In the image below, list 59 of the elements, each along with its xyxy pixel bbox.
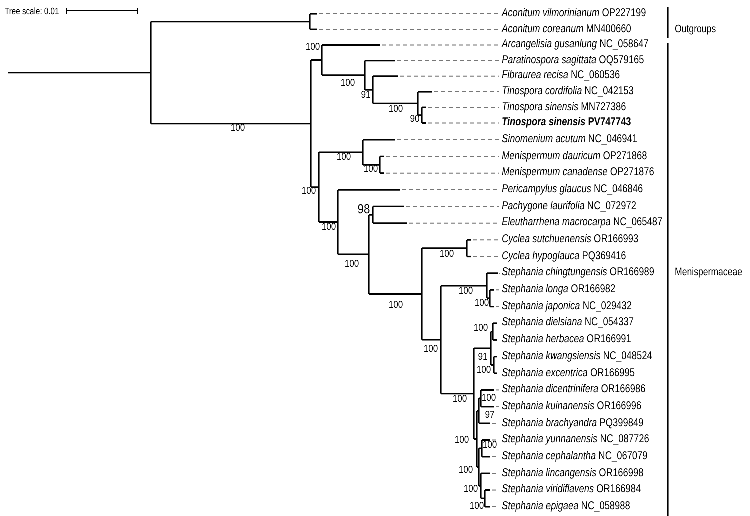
bootstrap-value: 100 [458, 287, 474, 297]
taxon-label: Stephania dicentrinifera OR166986 [502, 384, 646, 396]
bootstrap-value: 100 [482, 441, 498, 451]
bootstrap-value: 100 [322, 223, 336, 233]
taxon-label: Stephania kuinanensis OR166996 [502, 401, 642, 413]
bootstrap-value: 100 [388, 301, 404, 311]
bootstrap-value: 100 [454, 436, 470, 446]
taxon-label: Arcangelisia gusanlung NC_058647 [502, 39, 649, 51]
clade-label: Menispermaceae [675, 268, 742, 278]
bootstrap-value: 100 [388, 105, 404, 115]
taxon-label: Fibraurea recisa NC_060536 [502, 70, 620, 82]
taxon-label: Sinomenium acutum NC_046941 [502, 134, 638, 146]
taxon-label: Pachygone laurifolia NC_072972 [502, 200, 637, 212]
taxon-label: Menispermum dauricum OP271868 [502, 150, 648, 162]
bootstrap-value: 100 [340, 79, 356, 89]
bootstrap-value: 100 [424, 345, 438, 355]
taxon-label: Stephania yunnanensis NC_087726 [502, 434, 650, 446]
bootstrap-value: 100 [464, 485, 478, 495]
bootstrap-value: 100 [336, 153, 352, 163]
taxon-label: Stephania herbacea OR166991 [502, 334, 632, 346]
taxon-label: Stephania epigaea NC_058988 [502, 501, 630, 513]
taxon-label: Stephania lincangensis OR166998 [502, 468, 644, 480]
taxon-label: Stephania cephalantha NC_067079 [502, 451, 648, 463]
taxon-label: Stephania brachyandra PQ399849 [502, 418, 644, 430]
taxon-label: Stephania dielsiana NC_054337 [502, 318, 634, 330]
taxon-label: Tinospora sinensis MN727386 [502, 102, 626, 114]
taxon-label: Stephania kwangsiensis NC_048524 [502, 351, 652, 363]
taxon-label: Stephania japonica NC_029432 [502, 301, 632, 313]
taxon-label: Stephania chingtungensis OR166989 [502, 268, 654, 280]
bootstrap-value: 90 [410, 115, 420, 125]
bootstrap-value: 98 [358, 202, 370, 216]
bootstrap-value: 100 [474, 299, 490, 309]
taxon-label: Tinospora sinensis PV747743 [502, 117, 632, 129]
bootstrap-value: 100 [458, 466, 474, 476]
taxon-label: Paratinospora sagittata OQ579165 [502, 55, 644, 67]
taxon-label: Aconitum coreanum MN400660 [502, 24, 632, 36]
bootstrap-value: 100 [306, 43, 320, 53]
taxon-label: Menispermum canadense OP271876 [502, 168, 654, 180]
bootstrap-value: 100 [474, 324, 488, 334]
bootstrap-value: 97 [485, 411, 495, 421]
taxon-label: Cyclea hypoglauca PQ369416 [502, 251, 626, 262]
taxon-label: Stephania excentrica OR166995 [502, 368, 635, 380]
bootstrap-value: 100 [470, 502, 484, 512]
clade-label: Outgroups [675, 24, 716, 36]
bootstrap-value: 91 [361, 91, 371, 101]
taxon-label: Stephania viridiflavens OR166984 [502, 484, 642, 496]
scale-label: Tree scale: 0.01 [5, 7, 60, 17]
taxon-label: Cyclea sutchuenensis OR166993 [502, 234, 639, 246]
bootstrap-value: 100 [344, 260, 360, 270]
taxon-label: Eleutharrhena macrocarpa NC_065487 [502, 218, 663, 230]
bootstrap-value: 100 [452, 395, 468, 405]
taxon-label: Pericampylus glaucus NC_046846 [502, 184, 644, 196]
taxon-label: Stephania longa OR166982 [502, 284, 616, 296]
taxon-label: Aconitum vilmorinianum OP227199 [502, 8, 646, 20]
bootstrap-value: 100 [476, 366, 492, 376]
bootstrap-value: 100 [440, 250, 454, 260]
bootstrap-value: 100 [482, 394, 496, 404]
bootstrap-value: 91 [478, 353, 488, 363]
taxon-label: Tinospora cordifolia NC_042153 [502, 86, 634, 98]
